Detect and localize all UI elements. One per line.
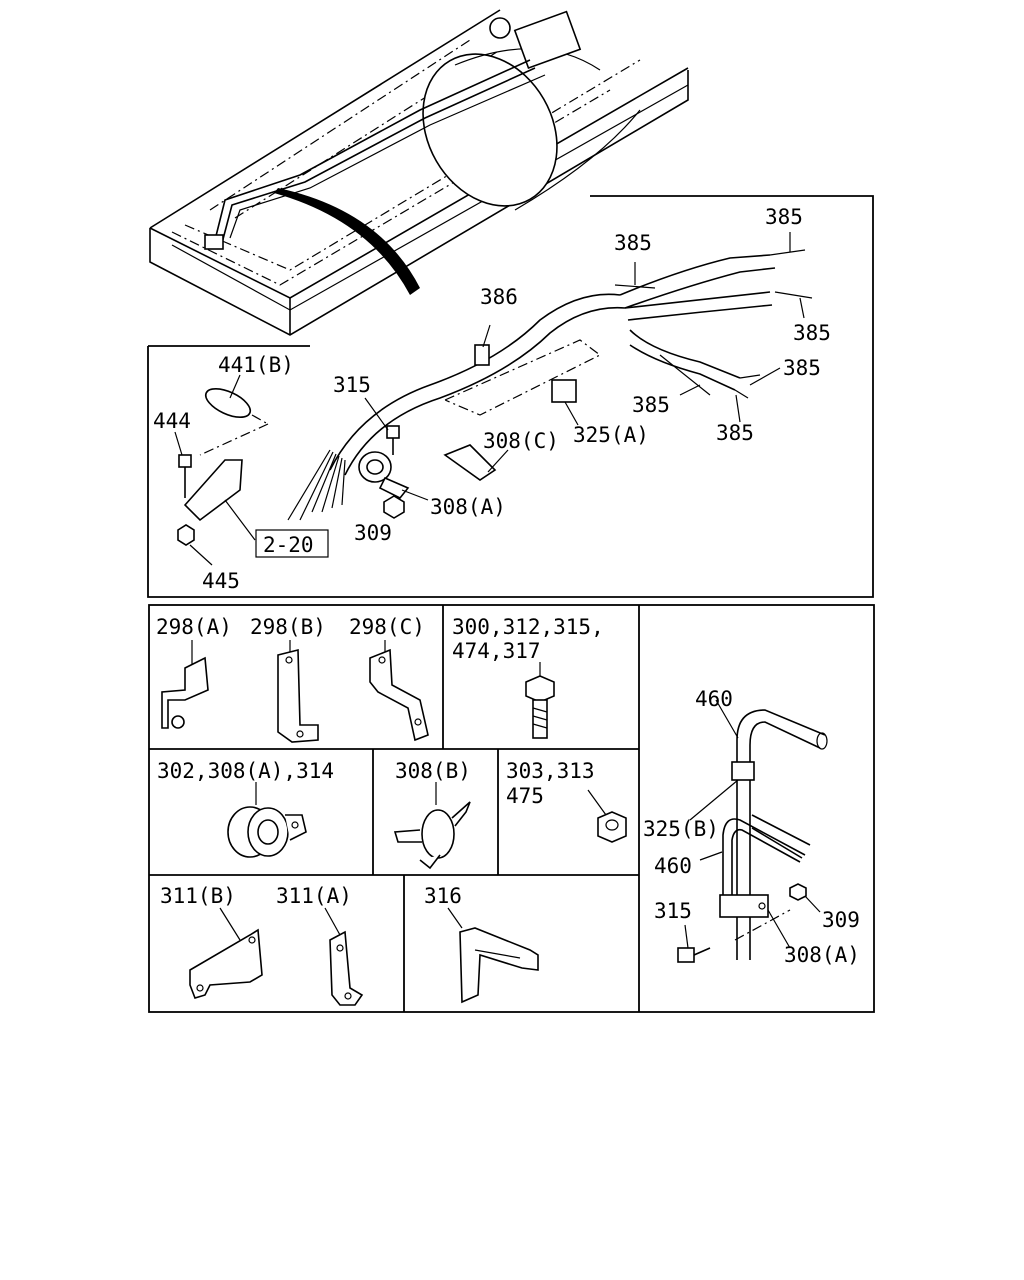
- label-325b: 325(B): [643, 817, 719, 841]
- callout-385-2: 385: [614, 231, 652, 255]
- label-303-line2: 475: [506, 784, 544, 808]
- label-298c: 298(C): [349, 615, 425, 639]
- panel-298: 298(A) 298(B) 298(C): [156, 615, 429, 743]
- callout-308a: 308(A): [430, 495, 506, 519]
- callout-444: 444: [153, 409, 191, 433]
- label-303-line1: 303,313: [506, 759, 595, 783]
- wire-fan: [287, 449, 346, 521]
- label-311b: 311(B): [160, 884, 236, 908]
- callout-385-5: 385: [632, 393, 670, 417]
- callout-385-6: 385: [716, 421, 754, 445]
- label-298a: 298(A): [156, 615, 232, 639]
- label-300-line1: 300,312,315,: [452, 615, 604, 639]
- callout-386: 386: [480, 285, 518, 309]
- label-302: 302,308(A),314: [157, 759, 334, 783]
- label-308b: 308(B): [395, 759, 471, 783]
- vehicle-floor-illustration: [149, 9, 689, 336]
- label-308a-2: 308(A): [784, 943, 860, 967]
- label-460-top: 460: [695, 687, 733, 711]
- callout-441b: 441(B): [218, 353, 294, 377]
- callout-385-1: 385: [765, 205, 803, 229]
- label-311a: 311(A): [276, 884, 352, 908]
- callout-2-20: 2-20: [263, 533, 314, 557]
- callout-308c: 308(C): [483, 429, 559, 453]
- panel-316: 316: [424, 884, 539, 1004]
- callout-445: 445: [202, 569, 240, 593]
- panel-460: 460 325(B) 460 315 309 308(A): [643, 687, 860, 967]
- panel-303: 303,313 475: [506, 759, 627, 843]
- callout-315: 315: [333, 373, 371, 397]
- panel-302: 302,308(A),314: [157, 759, 334, 858]
- parts-grid: 298(A) 298(B) 298(C) 300,312,315, 474,31…: [148, 604, 875, 1013]
- callout-309: 309: [354, 521, 392, 545]
- panel-300: 300,312,315, 474,317: [452, 615, 604, 739]
- label-315b: 315: [654, 899, 692, 923]
- label-309b: 309: [822, 908, 860, 932]
- callout-325a: 325(A): [573, 423, 649, 447]
- callout-385-4: 385: [783, 356, 821, 380]
- label-460-mid: 460: [654, 854, 692, 878]
- label-298b: 298(B): [250, 615, 326, 639]
- detail-view: 441(B) 444 445 2-20 315 309 308(A) 308(C…: [147, 195, 874, 598]
- label-316: 316: [424, 884, 462, 908]
- panel-308b: 308(B): [393, 759, 471, 870]
- panel-311: 311(B) 311(A): [160, 884, 364, 1006]
- label-300-line2: 474,317: [452, 639, 541, 663]
- callout-385-3: 385: [793, 321, 831, 345]
